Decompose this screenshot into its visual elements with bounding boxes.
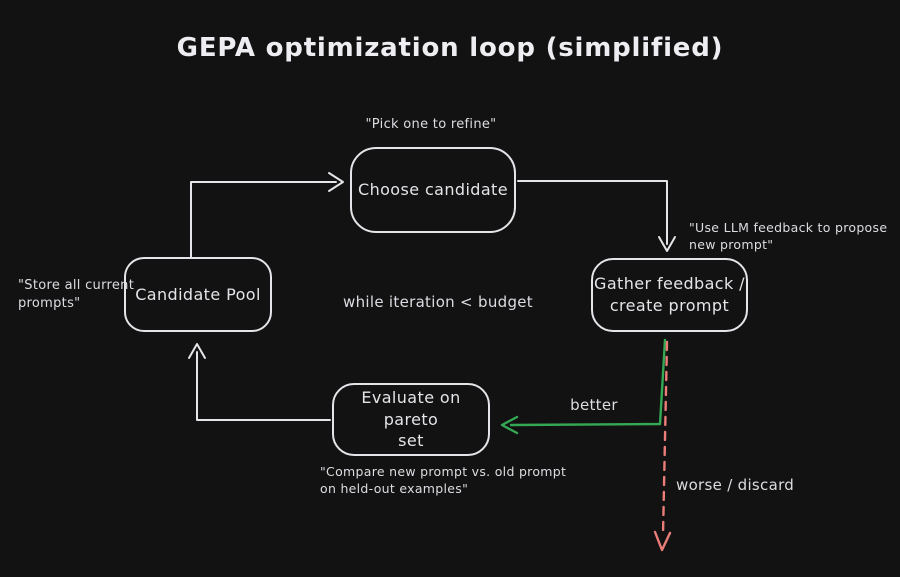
arrow-better-gather-to-evaluate	[500, 338, 667, 435]
arrow-worse-discard	[653, 340, 672, 552]
annotation-loop-condition: while iteration < budget	[343, 293, 533, 311]
arrow-pool-to-choose	[190, 172, 344, 258]
arrowhead-up-icon	[188, 343, 206, 359]
arrowhead-right-icon	[328, 172, 344, 192]
arrow-line	[661, 340, 669, 537]
arrowhead-down-icon	[653, 530, 672, 552]
arrow-line	[509, 338, 667, 427]
node-label: Candidate Pool	[135, 284, 261, 304]
node-evaluate-pareto: Evaluate on pareto set	[332, 383, 490, 456]
annotation-store-all-prompts: "Store all current prompts"	[18, 278, 135, 311]
node-label: Gather feedback / create prompt	[594, 274, 745, 315]
annotation-pick-one-to-refine: "Pick one to refine"	[365, 117, 497, 132]
arrow-line	[517, 180, 668, 245]
node-gather-feedback: Gather feedback / create prompt	[591, 258, 748, 332]
node-label: Evaluate on pareto set	[361, 388, 461, 451]
annotation-compare-prompts: "Compare new prompt vs. old prompt on he…	[320, 464, 567, 496]
edge-label-better: better	[570, 396, 618, 414]
arrow-line	[196, 351, 331, 421]
arrow-line	[190, 181, 337, 258]
arrow-choose-to-gather	[517, 180, 676, 252]
arrowhead-down-icon	[658, 236, 676, 252]
node-candidate-pool: Candidate Pool	[124, 257, 272, 332]
diagram-title: GEPA optimization loop (simplified)	[176, 33, 724, 63]
arrow-evaluate-to-pool	[188, 343, 331, 421]
arrowhead-left-icon	[500, 415, 519, 435]
annotation-use-llm-feedback: "Use LLM feedback to propose new prompt"	[689, 220, 888, 252]
node-choose-candidate: Choose candidate	[350, 147, 516, 233]
node-label: Choose candidate	[358, 180, 508, 200]
edge-label-worse-discard: worse / discard	[676, 476, 795, 494]
